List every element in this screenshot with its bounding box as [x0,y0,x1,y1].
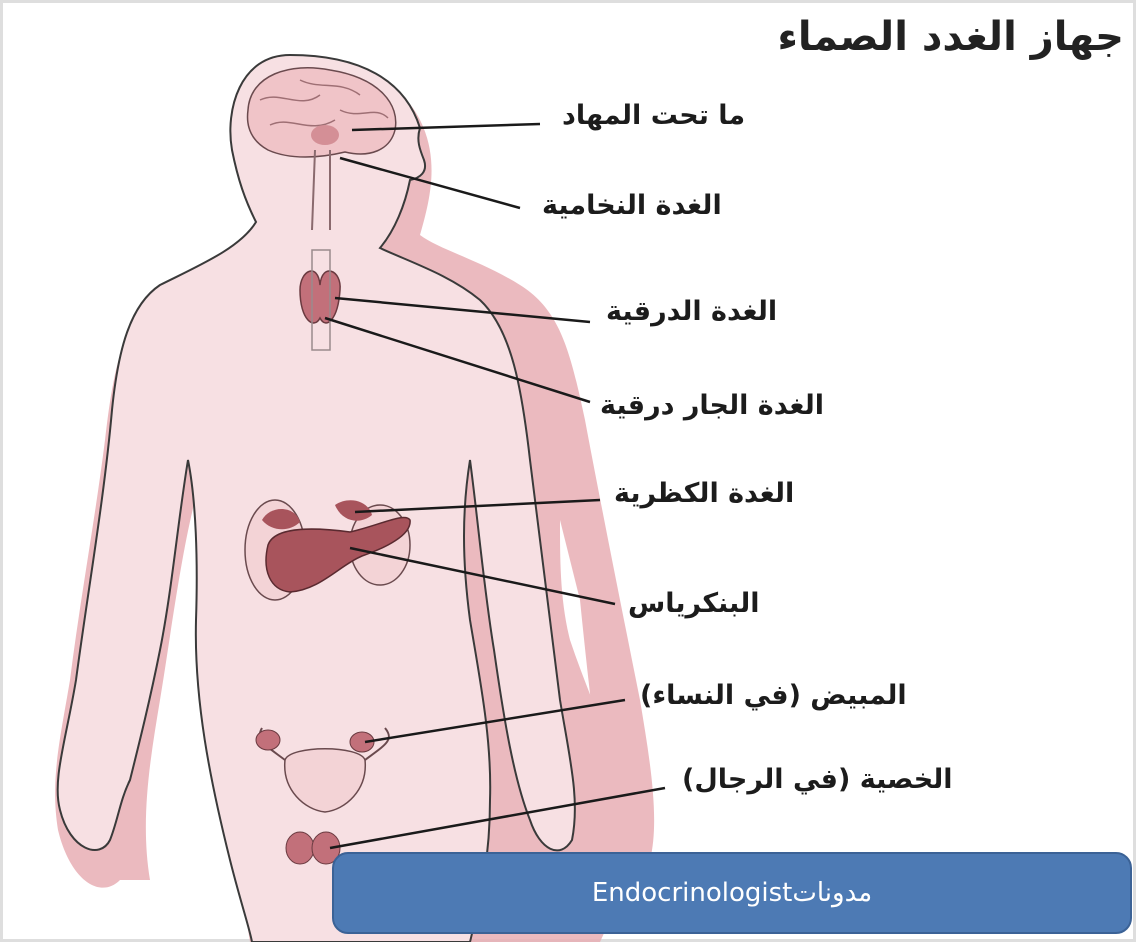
label-adrenal: الغدة الكظرية [614,478,794,509]
diagram-title: جهاز الغدد الصماء [777,14,1124,60]
label-testis: الخصية (في الرجال) [682,764,953,795]
label-thyroid: الغدة الدرقية [606,296,777,327]
caption-banner: Endocrinologistمدونات [332,852,1132,934]
label-hypothalamus: ما تحت المهاد [562,100,745,131]
label-pituitary: الغدة النخامية [542,190,722,221]
label-pancreas: البنكرياس [628,588,759,619]
label-ovary: المبيض (في النساء) [640,680,907,711]
testis-left [286,832,314,864]
label-parathyroid: الغدة الجار درقية [600,390,824,421]
ovary-left [256,730,280,750]
caption-text: Endocrinologistمدونات [592,878,872,908]
